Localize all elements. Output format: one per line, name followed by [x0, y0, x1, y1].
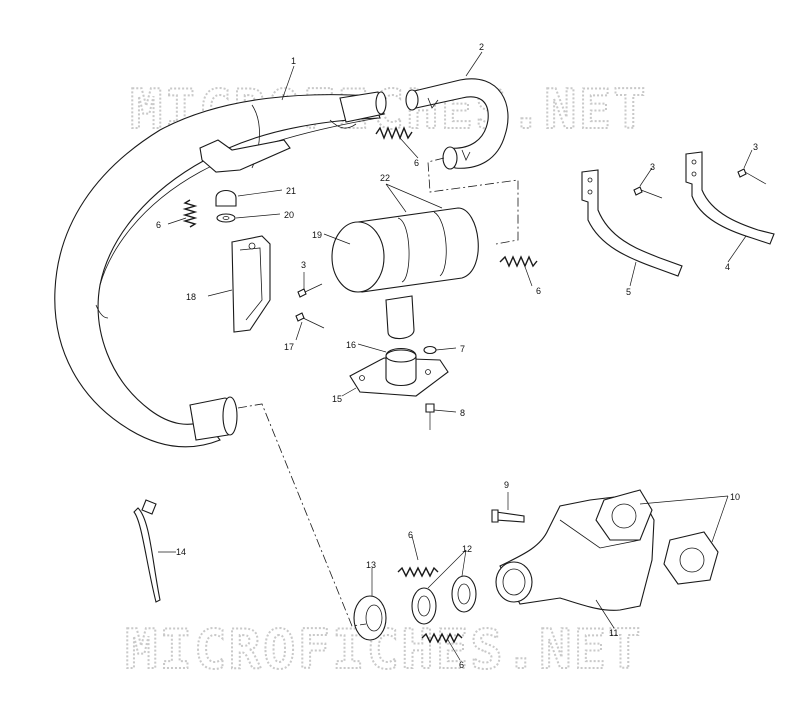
callout-17: 17 — [284, 342, 294, 352]
spring-part-6-bottom-lower — [421, 632, 463, 644]
gasket-part-10-upper — [595, 489, 653, 541]
callout-9: 9 — [504, 480, 509, 490]
callout-5: 5 — [626, 287, 631, 297]
callout-6-bottom-upper: 6 — [408, 530, 413, 540]
callout-11: 11 — [609, 628, 618, 638]
bolt-part-9 — [491, 509, 525, 523]
spring-part-6-left — [182, 199, 198, 228]
callout-12: 12 — [462, 544, 472, 554]
callout-3-bracket5: 3 — [650, 162, 655, 172]
bolt-part-17 — [295, 312, 325, 329]
bracket-part-5 — [581, 169, 683, 277]
callout-4: 4 — [725, 262, 730, 272]
callout-14: 14 — [176, 547, 186, 557]
spring-part-6-top — [375, 126, 413, 140]
callout-22: 22 — [380, 173, 390, 183]
rubber-mount-part-21 — [215, 189, 237, 207]
callout-1: 1 — [291, 56, 296, 66]
exhaust-pipe-part-1 — [54, 91, 387, 448]
callout-13: 13 — [366, 560, 376, 570]
callout-3-center: 3 — [301, 260, 306, 270]
callout-8: 8 — [460, 408, 465, 418]
bolt-part-8 — [425, 403, 435, 430]
ring-part-12-left — [411, 587, 437, 625]
centerline-pipe-to-grommet — [237, 403, 367, 627]
callout-16: 16 — [346, 340, 356, 350]
spring-part-6-bottom-upper — [397, 566, 439, 578]
callout-6-right: 6 — [536, 286, 541, 296]
silencer-part-19 — [331, 207, 479, 340]
washer-part-20 — [216, 213, 236, 223]
u-pipe-part-2 — [405, 78, 509, 170]
strap-part-14 — [133, 499, 161, 603]
bolt-part-3-bracket5 — [633, 186, 663, 199]
grommet-part-13 — [353, 595, 387, 641]
callout-10: 10 — [730, 492, 740, 502]
bolt-part-3-bracket4 — [737, 168, 767, 185]
bolt-part-3-center — [297, 283, 323, 298]
callout-18: 18 — [186, 292, 196, 302]
callout-7: 7 — [460, 344, 465, 354]
bracket-part-18 — [231, 235, 271, 333]
callout-20: 20 — [284, 210, 294, 220]
adapter-part-16 — [385, 347, 417, 387]
callout-19: 19 — [312, 230, 322, 240]
callout-21: 21 — [286, 186, 296, 196]
callout-3-bracket4: 3 — [753, 142, 758, 152]
gasket-part-10-lower — [663, 531, 719, 585]
ring-part-12-right — [451, 575, 477, 613]
leader-lines — [158, 51, 753, 661]
callout-6-left: 6 — [156, 220, 161, 230]
bracket-part-4 — [685, 151, 775, 245]
callout-6-bottom-lower: 6 — [459, 660, 464, 670]
callout-6-top: 6 — [414, 158, 419, 168]
callout-2: 2 — [479, 42, 484, 52]
washer-part-7 — [423, 345, 437, 355]
centerline-u-pipe-to-silencer — [427, 157, 519, 245]
callout-15: 15 — [332, 394, 342, 404]
spring-part-6-right — [499, 255, 538, 268]
